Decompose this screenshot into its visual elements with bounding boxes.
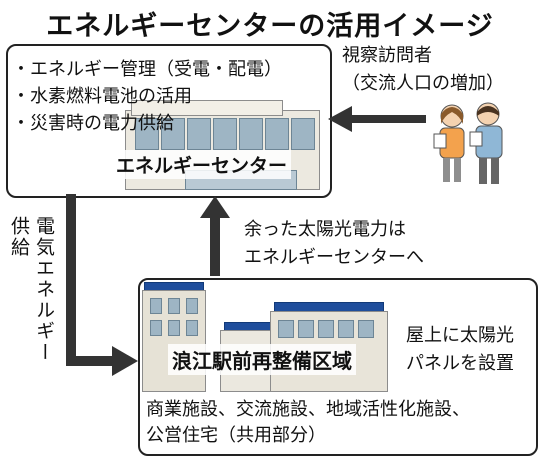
supply-arrow	[66, 194, 138, 376]
energy-center-functions: ・エネルギー管理（受電・配電） ・水素燃料電池の活用 ・災害時の電力供給	[12, 56, 282, 137]
redevelopment-buildings	[140, 280, 390, 392]
surplus-power-label: 余った太陽光電力は	[244, 219, 406, 240]
visitors-label: 視察訪問者	[342, 45, 432, 66]
function-item: ・エネルギー管理（受電・配電）	[12, 59, 282, 80]
solar-panel-note: 屋上に太陽光	[406, 325, 514, 346]
visitors-illustration	[433, 102, 503, 184]
facilities-list: 商業施設、交流施設、地域活性化施設、	[146, 399, 470, 420]
supply-label-col1: 電気エネルギー	[33, 216, 55, 363]
function-item: ・水素燃料電池の活用	[12, 86, 192, 107]
surplus-power-label-2: エネルギーセンターへ	[244, 247, 424, 268]
visitors-arrow	[328, 106, 426, 132]
visitors-sublabel: （交流人口の増加）	[342, 73, 504, 94]
supply-label-col2: 供給	[8, 216, 30, 258]
diagram-title: エネルギーセンターの活用イメージ	[46, 11, 494, 42]
facilities-list-2: 公営住宅（共用部分）	[146, 425, 326, 446]
solar-panel-note-2: パネルを設置	[406, 353, 514, 374]
surplus-power-arrow	[200, 196, 230, 276]
function-item: ・災害時の電力供給	[12, 113, 174, 134]
energy-center-label: エネルギーセンター	[112, 150, 292, 179]
redevelopment-area-label: 浪江駅前再整備区域	[168, 344, 356, 375]
